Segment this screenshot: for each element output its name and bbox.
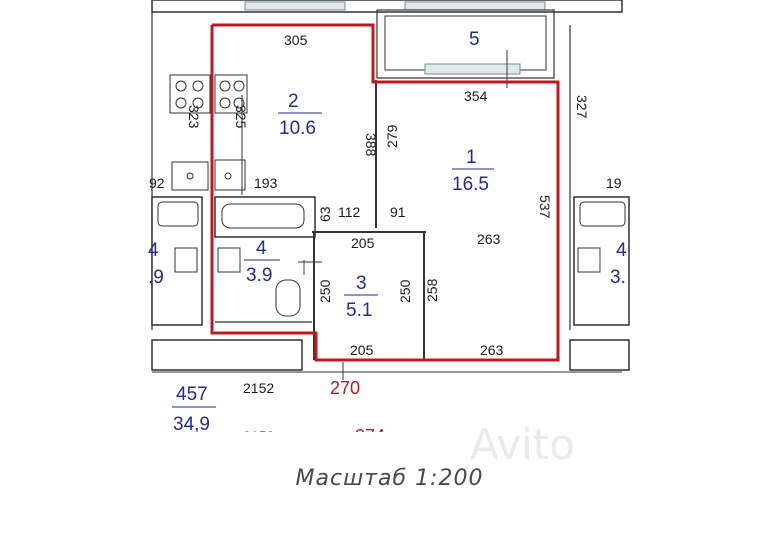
svg-text:16.5: 16.5 [452, 174, 489, 195]
room-3-label: 3 5.1 [344, 273, 378, 321]
window-top-1 [244, 1, 346, 11]
unit-outline [210, 23, 560, 362]
dim-205-top: 205 [351, 235, 375, 251]
neighbor-right-label: 4 3. [610, 240, 627, 288]
interior-walls [298, 80, 426, 360]
svg-text:5: 5 [469, 29, 480, 50]
dim-250-left: 250 [317, 279, 333, 303]
svg-text:10.6: 10.6 [279, 118, 316, 139]
bathroom-fixtures [214, 196, 316, 323]
kitchen-sink [214, 159, 246, 191]
outline-label: 270 [330, 378, 360, 398]
neighbor-left-label: 4 .9 [148, 240, 164, 288]
dim-537: 537 [537, 195, 553, 219]
svg-text:3: 3 [356, 273, 367, 294]
right-neighbor [569, 25, 630, 371]
dim-258: 258 [424, 278, 440, 302]
dim-354: 354 [464, 88, 488, 104]
room-5-label: 5 [469, 29, 480, 50]
dim-263-top: 263 [477, 231, 501, 247]
svg-text:5.1: 5.1 [346, 300, 372, 321]
room-4-label: 4 3.9 [244, 238, 280, 286]
room-2-label: 2 10.6 [278, 91, 322, 139]
dim-327: 327 [574, 95, 590, 119]
window-top-2 [404, 1, 546, 11]
svg-text:.9: .9 [148, 267, 164, 288]
dim-205-bottom: 205 [350, 342, 374, 358]
dim-91: 91 [390, 204, 406, 220]
svg-text:34,9: 34,9 [173, 414, 210, 435]
dim-19-right: 19 [606, 175, 622, 191]
svg-text:3.9: 3.9 [246, 265, 272, 286]
room-1-label: 1 16.5 [452, 147, 494, 195]
dim-323: 323 [186, 105, 202, 129]
svg-text:457: 457 [176, 384, 208, 405]
svg-text:4: 4 [616, 240, 627, 261]
svg-text:4: 4 [256, 238, 267, 259]
scale-caption: Масштаб 1:200 [295, 466, 484, 491]
dim-279: 279 [384, 124, 400, 148]
dim-112: 112 [338, 204, 361, 220]
neighbor-bottom-label: 457 34,9 [172, 384, 216, 435]
dim-250-right: 250 [397, 279, 413, 303]
dim-263-bottom: 263 [480, 342, 504, 358]
dim-388: 388 [363, 133, 379, 157]
dim-63: 63 [317, 206, 333, 222]
svg-text:3.: 3. [610, 267, 626, 288]
dim-325: 325 [233, 105, 249, 129]
dim-92-left: 92 [149, 175, 165, 191]
svg-text:1: 1 [466, 147, 477, 168]
dim-305: 305 [284, 32, 308, 48]
watermark: Avito [470, 420, 575, 469]
svg-text:2: 2 [288, 91, 299, 112]
dim-193: 193 [254, 175, 278, 191]
balcony [376, 9, 555, 88]
dim-2152: 2152 [243, 380, 274, 396]
left-neighbor [151, 12, 303, 371]
svg-text:4: 4 [148, 240, 159, 261]
kitchen-stove [214, 74, 248, 114]
